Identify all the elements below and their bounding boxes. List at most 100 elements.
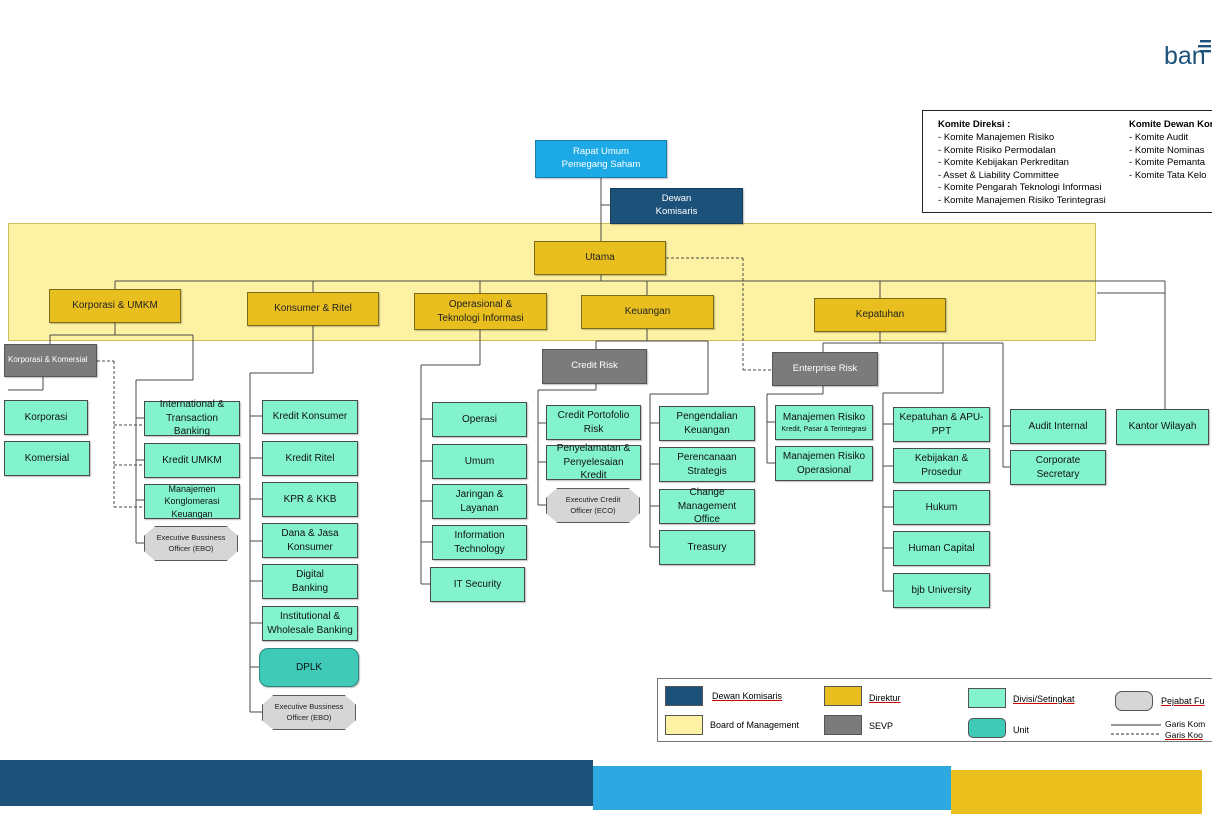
divisi-kpr-kkb-box: KPR & KKB: [262, 482, 358, 517]
divisi-perencanaan-label: Strategis: [687, 465, 727, 477]
divisi-treasury-box: Treasury: [659, 530, 755, 565]
legend: Dewan Komisaris Board of Management Dire…: [657, 678, 1212, 742]
divisi-institutional-label: Wholesale Banking: [267, 624, 353, 636]
legend-label-bom: Board of Management: [710, 720, 800, 730]
divisi-hukum-label: Hukum: [925, 501, 958, 513]
divisi-kpr-kkb-label: KPR & KKB: [283, 493, 337, 505]
divisi-korporasi-box: Korporasi: [4, 400, 88, 435]
legend-swatch-pejabat: [1115, 691, 1153, 711]
legend-swatch-dewan-komisaris: [665, 686, 703, 706]
sevp-enterprise-risk-label: Enterprise Risk: [792, 362, 858, 374]
sevp-korporasi-komersial-box: Korporasi & Komersial: [4, 344, 97, 377]
direktur-korporasi-umkm-box: Korporasi & UMKM: [49, 289, 181, 323]
divisi-kredit-konsumer-label: Kredit Konsumer: [272, 411, 348, 423]
direktur-kepatuhan-box: Kepatuhan: [814, 298, 946, 332]
divisi-international-label: International &: [159, 399, 225, 411]
legend-swatch-direktur: [824, 686, 862, 706]
divisi-credit-portofolio-label: Credit Portofolio: [557, 410, 630, 421]
pejabat-eco-label: Executive Credit: [565, 495, 621, 505]
divisi-kebijakan-label: Kebijakan & Prosedur: [914, 453, 969, 478]
divisi-change-management-label: Office: [694, 514, 720, 526]
divisi-kredit-ritel-label: Kredit Ritel: [285, 452, 335, 464]
direktur-operasional-label: Teknologi Informasi: [437, 312, 524, 324]
pejabat-ebo-label: Executive Bussiness: [274, 702, 344, 712]
divisi-audit-internal-box: Audit Internal: [1010, 409, 1106, 444]
divisi-institutional-label: Institutional &: [279, 611, 341, 622]
divisi-kepatuhan-apu-box: Kepatuhan & APU-PPT: [893, 407, 990, 442]
divisi-corporate-secretary-box: Corporate Secretary: [1010, 450, 1106, 485]
footer-bar-navy: [0, 760, 593, 806]
divisi-human-capital-box: Human Capital: [893, 531, 990, 566]
divisi-pengendalian-label: Keuangan: [684, 424, 730, 436]
divisi-it-label: Technology: [454, 543, 505, 555]
divisi-bjb-university-box: bjb University: [893, 573, 990, 608]
divisi-operasi-box: Operasi: [432, 402, 527, 437]
divisi-digital-banking-label: Banking: [291, 582, 329, 594]
sevp-korporasi-komersial-label: Korporasi & Komersial: [8, 355, 88, 365]
komite-direksi-title: Komite Direksi :: [938, 119, 1011, 130]
divisi-penyelamatan-box: Penyelamatan &Penyelesaian Kredit: [546, 443, 641, 481]
divisi-audit-internal-label: Audit Internal: [1028, 420, 1088, 432]
divisi-mr-kredit-sublabel: Kredit, Pasar & Terintegrasi: [781, 425, 867, 433]
legend-label-garis-koordinasi: Garis Koo: [1165, 730, 1203, 740]
divisi-dana-jasa-label: Dana & Jasa: [281, 528, 339, 539]
sevp-credit-risk-box: Credit Risk: [542, 349, 647, 384]
divisi-penyelamatan-label: Penyelamatan &: [556, 443, 631, 455]
legend-label-dewan-komisaris: Dewan Komisaris: [712, 691, 783, 701]
direktur-konsumer-ritel-label: Konsumer & Ritel: [274, 303, 352, 315]
legend-swatch-divisi: [968, 688, 1006, 708]
rups-label-line: Pemegang Saham: [561, 159, 641, 170]
divisi-kantor-wilayah-label: Kantor Wilayah: [1128, 421, 1197, 433]
direktur-operasional-box: Operasional &Teknologi Informasi: [414, 293, 547, 330]
komite-dewan-title: Komite Dewan Kom: [1129, 119, 1212, 130]
sevp-credit-risk-label: Credit Risk: [571, 360, 618, 372]
komite-direksi-item: Komite Pengarah Teknologi Informasi: [938, 182, 1106, 195]
divisi-komersial-box: Komersial: [4, 441, 90, 476]
dewan-label-line: Dewan: [661, 193, 692, 205]
direktur-keuangan-label: Keuangan: [624, 306, 671, 318]
divisi-pengendalian-label: Pengendalian: [676, 411, 738, 422]
divisi-mr-operasional-label: Operasional: [797, 464, 851, 476]
komite-direksi-item: Komite Manajemen Risiko: [938, 132, 1106, 145]
direktur-korporasi-umkm-label: Korporasi & UMKM: [72, 300, 158, 312]
dewan-label-line: Komisaris: [655, 206, 698, 217]
pejabat-ebo-label: Executive Bussiness: [156, 533, 226, 543]
komite-dewan-item: Komite Tata Kelo: [1129, 170, 1212, 183]
legend-label-direktur: Direktur: [869, 693, 901, 703]
legend-label-divisi: Divisi/Setingkat: [1013, 694, 1075, 704]
direktur-konsumer-ritel-box: Konsumer & Ritel: [247, 292, 379, 326]
pejabat-ebo-label: Officer (EBO): [286, 712, 332, 722]
divisi-international-box: International &Transaction Banking: [144, 399, 240, 437]
divisi-kredit-umkm-label: Kredit UMKM: [162, 454, 222, 466]
legend-label-unit: Unit: [1013, 725, 1030, 735]
komite-dewan-item: Komite Pemanta: [1129, 157, 1212, 170]
komite-direksi-list: Komite Direksi : Komite Manajemen Risiko…: [938, 119, 1106, 208]
divisi-human-capital-label: Human Capital: [908, 542, 975, 554]
divisi-jaringan-layanan-box: Jaringan &Layanan: [432, 484, 527, 519]
komite-direksi-item: Komite Kebijakan Perkreditan: [938, 157, 1106, 170]
unit-dplk-label: DPLK: [295, 661, 323, 673]
komite-direksi-item: Komite Manajemen Risiko Terintegrasi: [938, 195, 1106, 208]
pejabat-ebo-label: Officer (EBO): [168, 543, 214, 553]
direktur-kepatuhan-label: Kepatuhan: [855, 309, 905, 321]
divisi-credit-portofolio-label: Risk: [583, 423, 604, 435]
direktur-utama-label: Utama: [585, 252, 615, 264]
divisi-komersial-label: Komersial: [24, 452, 70, 464]
komite-direksi-item: Komite Risiko Permodalan: [938, 145, 1106, 158]
legend-swatch-sevp: [824, 715, 862, 735]
divisi-mr-operasional-label: Manajemen Risiko: [782, 451, 866, 462]
footer-bar-gold: [951, 770, 1202, 814]
footer-bar-sky: [593, 766, 951, 810]
divisi-jaringan-label: Layanan: [460, 502, 499, 514]
divisi-it-label: Information: [454, 530, 505, 541]
